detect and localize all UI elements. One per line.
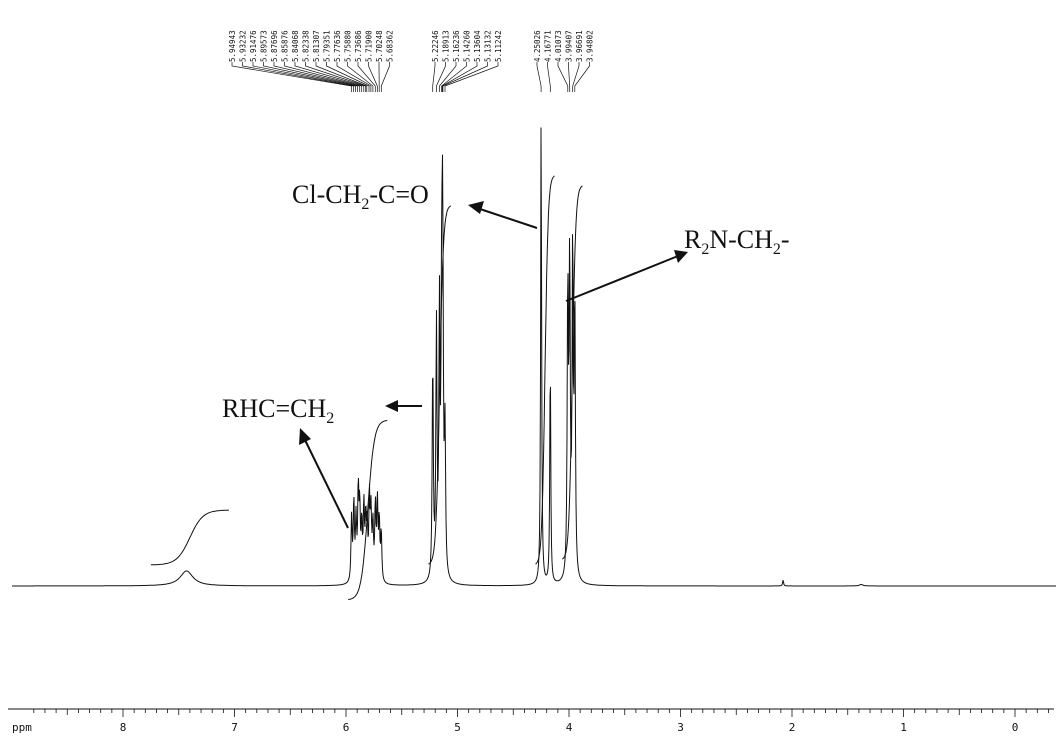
integral-curve bbox=[348, 419, 388, 601]
annotation-chloroacetyl-label: Cl-CH2-C=O bbox=[292, 180, 429, 213]
peak-label: 5.84068 bbox=[291, 30, 300, 62]
axis-tick-label: 4 bbox=[566, 721, 573, 734]
peak-label: 5.85876 bbox=[281, 30, 290, 62]
peak-label-connector bbox=[368, 62, 378, 92]
axis-tick-label: 2 bbox=[789, 721, 796, 734]
axis-tick-label: 0 bbox=[1012, 721, 1019, 734]
spectrum-trace bbox=[12, 127, 1056, 587]
peak-label: 5.91476 bbox=[249, 30, 258, 62]
integral-curve bbox=[535, 175, 555, 565]
arrowhead-icon bbox=[674, 250, 688, 263]
peak-label-connector bbox=[380, 62, 390, 92]
peak-label-connector bbox=[568, 62, 571, 92]
peak-label: 5.16236 bbox=[452, 30, 461, 62]
peak-label-connector bbox=[357, 62, 376, 92]
peak-label-connector bbox=[444, 62, 499, 92]
axis-tick-label: 1 bbox=[900, 721, 907, 734]
peak-label: 5.94943 bbox=[228, 30, 237, 62]
peak-label: 3.96691 bbox=[575, 30, 584, 62]
peak-label-connector bbox=[536, 62, 542, 92]
integral-curve bbox=[150, 509, 229, 566]
peak-label: 5.87696 bbox=[270, 30, 279, 62]
peak-label-connector bbox=[263, 62, 358, 92]
peak-label: 5.18913 bbox=[442, 30, 451, 62]
annotation-vinyl: RHC=CH2 bbox=[222, 394, 422, 529]
arrowhead-icon bbox=[299, 428, 311, 445]
peak-label-connector bbox=[252, 62, 356, 92]
annotation-amine-methylene: R2N-CH2- bbox=[565, 225, 790, 302]
axis-tick-label: 8 bbox=[120, 721, 127, 734]
arrowhead-icon bbox=[468, 201, 484, 214]
peak-label: 5.81307 bbox=[312, 30, 321, 62]
peak-label: 5.68362 bbox=[386, 30, 395, 62]
peak-label-connector bbox=[284, 62, 363, 92]
axis-tick-label: 3 bbox=[677, 721, 684, 734]
peak-label: 5.13132 bbox=[484, 30, 493, 62]
peak-label: 5.11242 bbox=[494, 30, 503, 62]
peak-label: 5.14260 bbox=[463, 30, 472, 62]
axis-tick-label: 6 bbox=[343, 721, 350, 734]
peak-label-connector bbox=[336, 62, 372, 92]
peak-label: 4.01073 bbox=[554, 30, 563, 62]
peak-label: 5.77636 bbox=[333, 30, 342, 62]
annotation-chloroacetyl: Cl-CH2-C=O bbox=[292, 180, 538, 229]
peak-label-connector bbox=[557, 62, 569, 92]
peak-label-connector bbox=[572, 62, 580, 92]
axis-unit-label: ppm bbox=[12, 721, 32, 734]
peak-label: 5.79351 bbox=[323, 30, 332, 62]
peak-label: 5.22246 bbox=[431, 30, 440, 62]
annotation-vinyl-arrow-down bbox=[304, 439, 349, 529]
peak-label-connector bbox=[432, 62, 436, 92]
annotation-amine-methylene-arrow bbox=[565, 255, 679, 302]
peak-label-connector bbox=[305, 62, 367, 92]
integral-curve bbox=[428, 205, 452, 565]
peak-label-connector bbox=[294, 62, 365, 92]
peak-label-connector bbox=[326, 62, 370, 92]
annotation-amine-methylene-label: R2N-CH2- bbox=[684, 225, 790, 258]
peak-label: 3.99407 bbox=[565, 30, 574, 62]
peak-label-connector bbox=[273, 62, 361, 92]
peak-label: 5.70248 bbox=[375, 30, 384, 62]
peak-label: 5.82338 bbox=[302, 30, 311, 62]
peak-label-connector bbox=[441, 62, 478, 92]
axis-tick-label: 7 bbox=[231, 721, 238, 734]
peak-label: 5.71900 bbox=[365, 30, 374, 62]
peak-label: 5.93232 bbox=[239, 30, 248, 62]
peak-label: 4.25026 bbox=[533, 30, 542, 62]
peak-label: 5.75880 bbox=[344, 30, 353, 62]
arrowhead-icon bbox=[385, 400, 398, 412]
peak-label-connector bbox=[442, 62, 488, 92]
axis-tick-label: 5 bbox=[454, 721, 461, 734]
peak-label-connector bbox=[439, 62, 457, 92]
peak-label-connector bbox=[242, 62, 354, 92]
peak-label-connector bbox=[547, 62, 551, 92]
peak-label: 3.94802 bbox=[586, 30, 595, 62]
peak-label-connector bbox=[315, 62, 368, 92]
peak-label: 4.16771 bbox=[544, 30, 553, 62]
peak-label-connector bbox=[347, 62, 374, 92]
annotation-chloroacetyl-arrow bbox=[479, 208, 538, 229]
ppm-axis: 8 7 6 5 4 3 2 1 0 ppm bbox=[8, 708, 1054, 734]
peak-label-connector bbox=[436, 62, 446, 92]
peak-label: 5.89573 bbox=[260, 30, 269, 62]
peak-label-connector bbox=[231, 62, 352, 92]
annotation-vinyl-label: RHC=CH2 bbox=[222, 394, 334, 427]
peak-label-connector bbox=[574, 62, 590, 92]
peak-label: 5.73686 bbox=[354, 30, 363, 62]
peak-label: 5.13604 bbox=[473, 30, 482, 62]
peak-label-connector bbox=[441, 62, 467, 92]
integral-curves bbox=[150, 175, 583, 601]
